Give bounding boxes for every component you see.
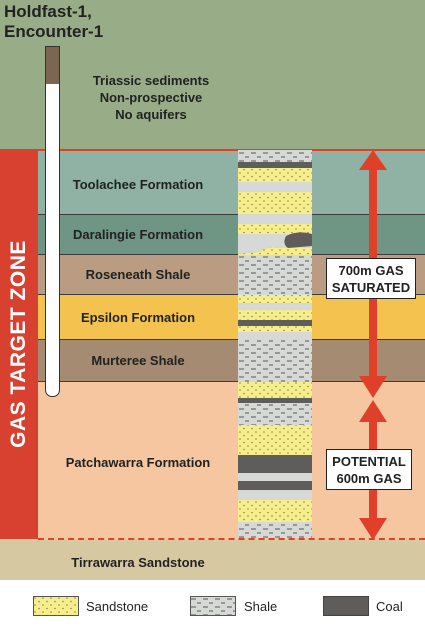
layer-daralingie	[0, 215, 425, 255]
callout-saturated: 700m GAS SATURATED	[326, 258, 416, 299]
legend-sandstone-swatch	[33, 596, 79, 616]
legend-coal-swatch	[323, 596, 369, 616]
litho-shale	[238, 522, 312, 538]
target-zone-top-line	[0, 149, 425, 151]
litho-shale	[238, 214, 312, 224]
litho-shale	[238, 255, 312, 295]
target-zone-base-line	[38, 538, 425, 540]
boundary-line	[38, 254, 425, 255]
label-murteree: Murteree Shale	[91, 353, 185, 368]
litho-coal	[238, 455, 312, 473]
legend-sandstone-label: Sandstone	[86, 599, 149, 614]
litho-shale	[238, 332, 312, 340]
label-triassic-line-2: Non-prospective	[99, 90, 203, 105]
well-title-line-1: Holdfast-1,	[4, 2, 92, 21]
well-title-line-2: Encounter-1	[4, 22, 104, 41]
boundary-line	[38, 339, 425, 340]
well-bore	[45, 84, 60, 397]
arrowhead-down	[359, 376, 387, 398]
litho-coal	[238, 398, 312, 403]
label-patchawarra: Patchawarra Formation	[65, 455, 211, 470]
litho-sandstone	[238, 224, 312, 234]
lithology-column	[238, 150, 312, 538]
litho-sandstone	[238, 192, 312, 214]
boundary-line	[38, 294, 425, 295]
arrowhead-down	[359, 518, 387, 540]
layer-tirrawarra	[0, 540, 425, 580]
layer-murteree	[0, 340, 425, 382]
legend-coal-label: Coal	[376, 599, 403, 614]
gas-target-zone-label: GAS TARGET ZONE	[7, 240, 30, 448]
litho-shale	[238, 403, 312, 425]
label-triassic: Triassic sediments Non-prospective No aq…	[36, 72, 266, 123]
litho-shale	[238, 182, 312, 192]
label-triassic-line-1: Triassic sediments	[92, 73, 210, 88]
legend: Sandstone Shale Coal	[0, 580, 425, 634]
litho-coal	[238, 320, 312, 326]
label-daralingie: Daralingie Formation	[72, 227, 204, 242]
litho-shale	[238, 340, 312, 382]
litho-shale	[238, 150, 312, 162]
litho-shale	[238, 303, 312, 310]
litho-sandstone	[238, 168, 312, 182]
layer-epsilon	[0, 295, 425, 340]
litho-sandstone	[238, 310, 312, 320]
arrowhead-up	[359, 150, 387, 170]
litho-sandstone	[238, 295, 312, 303]
legend-shale-label: Shale	[244, 599, 278, 614]
litho-sandstone	[238, 247, 312, 255]
litho-shale	[238, 490, 312, 500]
label-toolachee: Toolachee Formation	[72, 177, 204, 192]
litho-shale	[238, 473, 312, 481]
callout-potential: POTENTIAL 600m GAS	[326, 449, 412, 490]
callout-potential-line-2: 600m GAS	[336, 471, 402, 486]
boundary-line	[38, 381, 425, 382]
label-tirrawarra: Tirrawarra Sandstone	[71, 555, 205, 570]
litho-sandstone	[238, 500, 312, 522]
gas-target-zone-bar	[0, 150, 38, 539]
label-triassic-line-3: No aquifers	[115, 107, 187, 122]
callout-saturated-line-2: SATURATED	[331, 280, 411, 295]
callout-potential-line-1: POTENTIAL	[332, 454, 406, 469]
callout-saturated-line-1: 700m GAS	[338, 263, 404, 278]
boundary-line	[38, 214, 425, 215]
label-epsilon: Epsilon Formation	[80, 310, 196, 325]
litho-coal	[238, 162, 312, 168]
litho-coal	[238, 481, 312, 490]
layer-triassic	[0, 0, 425, 150]
label-roseneath: Roseneath Shale	[85, 267, 191, 282]
arrowhead-up	[359, 400, 387, 422]
litho-sandstone	[238, 326, 312, 332]
well-title: Holdfast-1, Encounter-1	[4, 2, 103, 42]
litho-sandstone	[238, 425, 312, 455]
legend-shale-swatch	[190, 596, 236, 616]
litho-sandstone	[238, 382, 312, 398]
litho-coal	[284, 232, 312, 248]
layer-toolachee	[0, 150, 425, 215]
